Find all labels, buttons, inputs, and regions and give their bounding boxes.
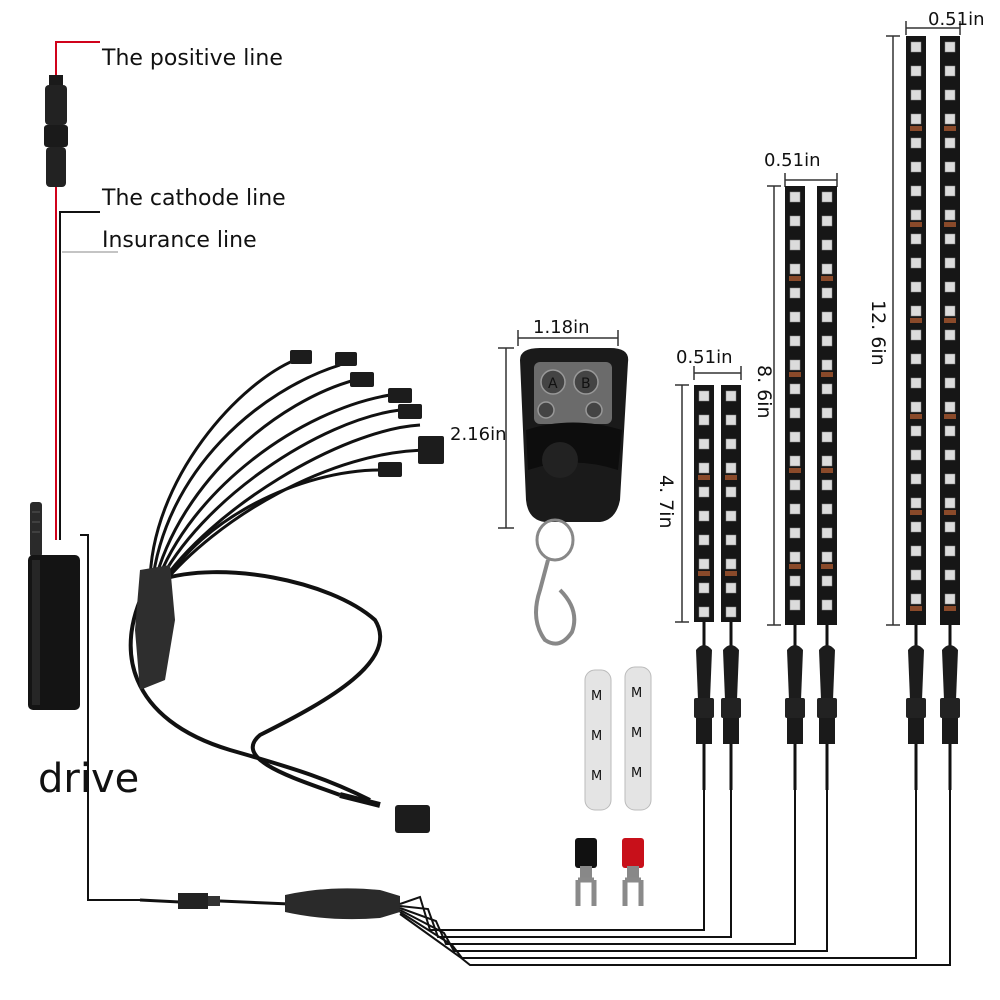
long-strip-length-dimension (886, 35, 900, 626)
short-strip-width-label: 0.51in (676, 347, 733, 368)
harness-wires (399, 790, 951, 966)
remote-width-label: 1.18in (533, 317, 590, 338)
adhesive-mark-5: M (631, 726, 642, 741)
splitter-sleeve (135, 565, 175, 690)
short-led-strip-2 (721, 385, 741, 622)
long-strip-width-label: 0.51in (928, 9, 985, 30)
short-strip-width-dimension (693, 366, 742, 380)
short-strip-2-connector (721, 622, 741, 790)
remote-height-dimension (498, 347, 514, 529)
harness-wire-6 (399, 790, 951, 966)
remote-button-c (537, 401, 555, 419)
adhesive-strip-right: M M M (624, 666, 652, 811)
splitter-cable (128, 570, 383, 808)
short-strip-length-dimension (675, 384, 689, 623)
harness-connector (139, 888, 400, 920)
remote-width-dimension (517, 330, 619, 346)
splitter-plugs (290, 350, 444, 833)
power-lead (44, 41, 118, 540)
adhesive-mark-4: M (631, 686, 642, 701)
adhesive-mark-2: M (591, 729, 602, 744)
short-strip-length-label: 4. 7in (655, 475, 677, 529)
medium-strip-width-dimension (784, 173, 838, 187)
long-strip-width-dimension (905, 21, 961, 35)
harness-wire-4 (399, 790, 828, 952)
adhesive-mark-1: M (591, 689, 602, 704)
svg-text:A: A (548, 376, 558, 392)
medium-strip-length-dimension (767, 185, 781, 626)
harness-wire-1 (399, 790, 705, 931)
remote-height-label: 2.16in (450, 424, 507, 445)
led-strips (675, 21, 961, 790)
red-fork-terminal (622, 838, 644, 906)
black-fork-terminal (575, 838, 597, 906)
positive-wire (55, 41, 100, 540)
medium-strip-1-connector (785, 625, 805, 790)
adhesive-strip-left: M M M (584, 669, 612, 811)
long-strip-length-label: 12. 6in (867, 300, 889, 366)
harness-wire-3 (399, 790, 796, 945)
insurance-line-label: Insurance line (102, 228, 257, 253)
positive-line-label: The positive line (101, 46, 283, 71)
cathode-wire (59, 211, 100, 540)
harness-wire-2 (399, 790, 732, 938)
medium-led-strip-1 (785, 186, 805, 625)
short-led-strip-1 (694, 385, 714, 622)
medium-strip-2-connector (817, 625, 837, 790)
long-strip-1-connector (906, 625, 926, 790)
adhesive-mark-3: M (591, 769, 602, 784)
long-strip-2-connector (940, 625, 960, 790)
remote-button-a: A (540, 369, 566, 395)
controller-output-wire (80, 534, 140, 901)
remote-control: A B (520, 348, 629, 646)
medium-strip-width-label: 0.51in (764, 150, 821, 171)
medium-led-strip-2 (817, 186, 837, 625)
fuse-holder (44, 75, 68, 187)
remote-button-b: B (573, 369, 599, 395)
cathode-line-label: The cathode line (101, 186, 286, 211)
splitter-fanout (148, 356, 431, 586)
svg-text:B: B (581, 376, 591, 392)
controller-box (28, 502, 80, 710)
long-led-strip-1 (906, 36, 926, 625)
short-strip-1-connector (694, 622, 714, 790)
adhesive-mark-6: M (631, 766, 642, 781)
medium-strip-length-label: 8. 6in (753, 365, 775, 419)
remote-button-d (585, 401, 603, 419)
harness-wire-5 (399, 790, 917, 959)
long-led-strip-2 (940, 36, 960, 625)
